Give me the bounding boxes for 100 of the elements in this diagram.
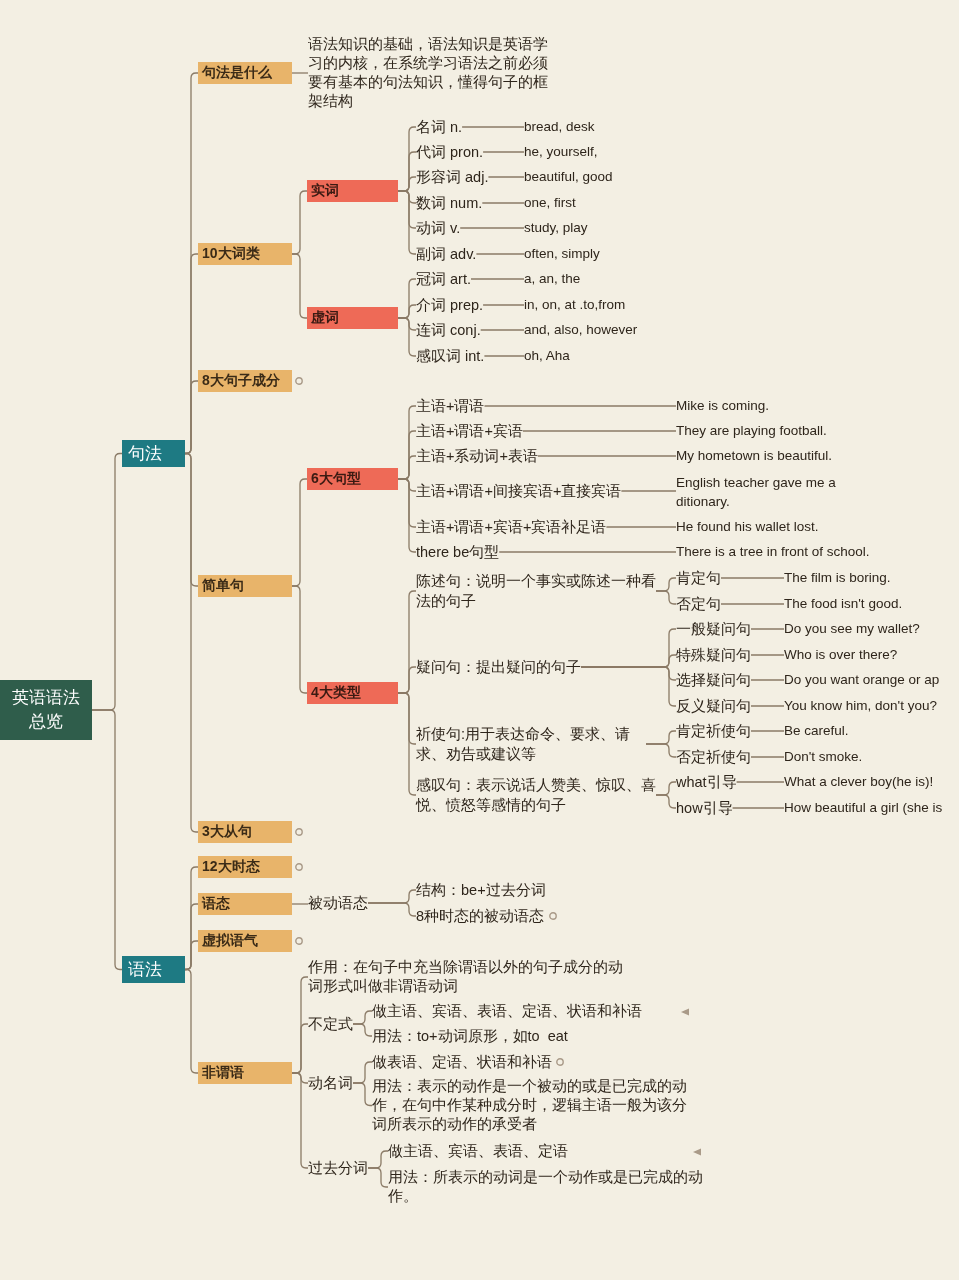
connector-line: [655, 590, 677, 605]
connector-line: [352, 1023, 373, 1037]
branch-text: 主语+谓语+宾语: [416, 421, 523, 441]
connector-line: [480, 329, 525, 331]
connector-line: [367, 1167, 389, 1188]
example-sentence: study, play: [524, 218, 588, 238]
connector-line: [470, 278, 525, 280]
subtopic-box: 6大句型: [307, 468, 398, 490]
connector-line: [397, 478, 417, 553]
connector-line: [367, 902, 417, 917]
connector-line: [184, 968, 199, 1074]
branch-text: 肯定句: [676, 568, 721, 588]
branch-text: 结构：be+过去分词: [416, 880, 546, 900]
description-text: 祈使句:用于表达命令、要求、请求、劝告或建议等: [416, 724, 646, 764]
example-sentence: often, simply: [524, 244, 600, 264]
branch-text: 一般疑问句: [676, 619, 751, 639]
connector-line: [483, 355, 525, 357]
description-text: 陈述句：说明一个事实或陈述一种看法的句子: [416, 571, 656, 611]
connector-line: [720, 603, 785, 605]
connector-line: [481, 202, 525, 204]
branch-text: 形容词 adj.: [416, 167, 489, 187]
branch-text: 做表语、定语、状语和补语: [372, 1052, 552, 1072]
connector-line: [291, 253, 308, 319]
main-branch-box: 句法: [122, 440, 185, 467]
example-sentence: oh, Aha: [524, 346, 570, 366]
example-sentence: he, yourself,: [524, 142, 598, 162]
connector-line: [750, 679, 785, 681]
connector-line: [498, 551, 677, 553]
branch-text: 动词 v.: [416, 218, 461, 238]
branch-text: 被动语态: [308, 893, 368, 913]
description-text: 语法知识的基础，语法知识是英语学习的内核，在系统学习语法之前必须要有基本的句法知识，懂得句子的框架结构: [308, 35, 548, 111]
example-sentence: You know him, don't you?: [784, 696, 937, 716]
branch-text: 做主语、宾语、表语、定语、状语和补语: [372, 1001, 642, 1021]
branch-text: there be句型: [416, 542, 500, 562]
connector-line: [580, 666, 677, 707]
branch-text: 做主语、宾语、表语、定语: [388, 1141, 568, 1161]
connector-line: [522, 430, 677, 432]
branch-text: what引导: [676, 772, 737, 792]
branch-text: 冠词 art.: [416, 269, 471, 289]
branch-text: 感叹词 int.: [416, 346, 485, 366]
branch-text: 数词 num.: [416, 193, 483, 213]
example-sentence: The food isn't good.: [784, 594, 903, 614]
branch-text: 代词 pron.: [416, 142, 484, 162]
branch-text: 主语+谓语+间接宾语+直接宾语: [416, 481, 622, 501]
description-text: 用法：表示的动作是一个被动的或是已完成的动作，在句中作某种成分时，逻辑主语一般为该分词所表示的动作的承受者: [372, 1077, 688, 1134]
connector-line: [291, 903, 309, 905]
branch-text: 肯定祈使句: [676, 721, 751, 741]
branch-text: how引导: [676, 798, 733, 818]
connector-line: [750, 705, 785, 707]
example-sentence: The film is boring.: [784, 568, 891, 588]
example-sentence: Don't smoke.: [784, 747, 863, 767]
example-sentence: My hometown is beautiful.: [676, 446, 833, 466]
branch-text: 8种时态的被动语态: [416, 906, 545, 926]
example-sentence: a, an, the: [524, 269, 581, 289]
branch-text: 过去分词: [308, 1158, 368, 1178]
connector-line: [397, 190, 417, 255]
connector-line: [655, 794, 677, 809]
connector-line: [605, 526, 677, 528]
branch-text: 主语+谓语+宾语+宾语补足语: [416, 517, 607, 537]
connector-line: [459, 227, 525, 229]
connector-line: [750, 654, 785, 656]
connector-line: [291, 72, 309, 74]
connector-line: [461, 126, 525, 128]
connector-line: [750, 628, 785, 630]
connector-line: [537, 455, 677, 457]
branch-text: 选择疑问句: [676, 670, 751, 690]
topic-box: 8大句子成分: [198, 370, 292, 392]
topic-box: 12大时态: [198, 856, 292, 878]
branch-text: 动名词: [308, 1073, 353, 1093]
branch-text: 不定式: [308, 1014, 353, 1034]
branch-text: 反义疑问句: [676, 696, 751, 716]
example-sentence: What a clever boy(he is)!: [784, 772, 934, 792]
branch-text: 否定句: [676, 594, 721, 614]
topic-box: 句法是什么: [198, 62, 292, 84]
branch-text: 连词 conj.: [416, 320, 481, 340]
description-text: 感叹句：表示说话人赞美、惊叹、喜悦、愤怒等感情的句子: [416, 775, 656, 815]
topic-box: 语态: [198, 893, 292, 915]
example-sentence: Do you want orange or ap: [784, 670, 940, 690]
example-sentence: He found his wallet lost.: [676, 517, 819, 537]
branch-text: 副词 adv.: [416, 244, 477, 264]
connector-line: [91, 709, 123, 971]
connector-line: [731, 807, 785, 809]
branch-text: 疑问句：提出疑问的句子: [416, 657, 581, 677]
connector-line: [352, 1082, 373, 1107]
connector-line: [291, 585, 308, 694]
topic-box: 简单句: [198, 575, 292, 597]
connector-line: [735, 781, 785, 783]
description-text: 用法：所表示的动词是一个动作或是已完成的动作。: [388, 1168, 704, 1206]
example-sentence: Do you see my wallet?: [784, 619, 920, 639]
main-branch-box: 语法: [122, 956, 185, 983]
topic-box: 虚拟语气: [198, 930, 292, 952]
example-sentence: There is a tree in front of school.: [676, 542, 870, 562]
description-text: 作用：在句子中充当除谓语以外的句子成分的动词形式叫做非谓语动词: [308, 958, 624, 996]
example-sentence: one, first: [524, 193, 576, 213]
topic-box: 10大词类: [198, 243, 292, 265]
example-sentence: in, on, at .to,from: [524, 295, 626, 315]
example-sentence: Who is over there?: [784, 645, 898, 665]
connector-line: [750, 730, 785, 732]
connector-line: [397, 692, 417, 796]
branch-text: 主语+系动词+表语: [416, 446, 538, 466]
